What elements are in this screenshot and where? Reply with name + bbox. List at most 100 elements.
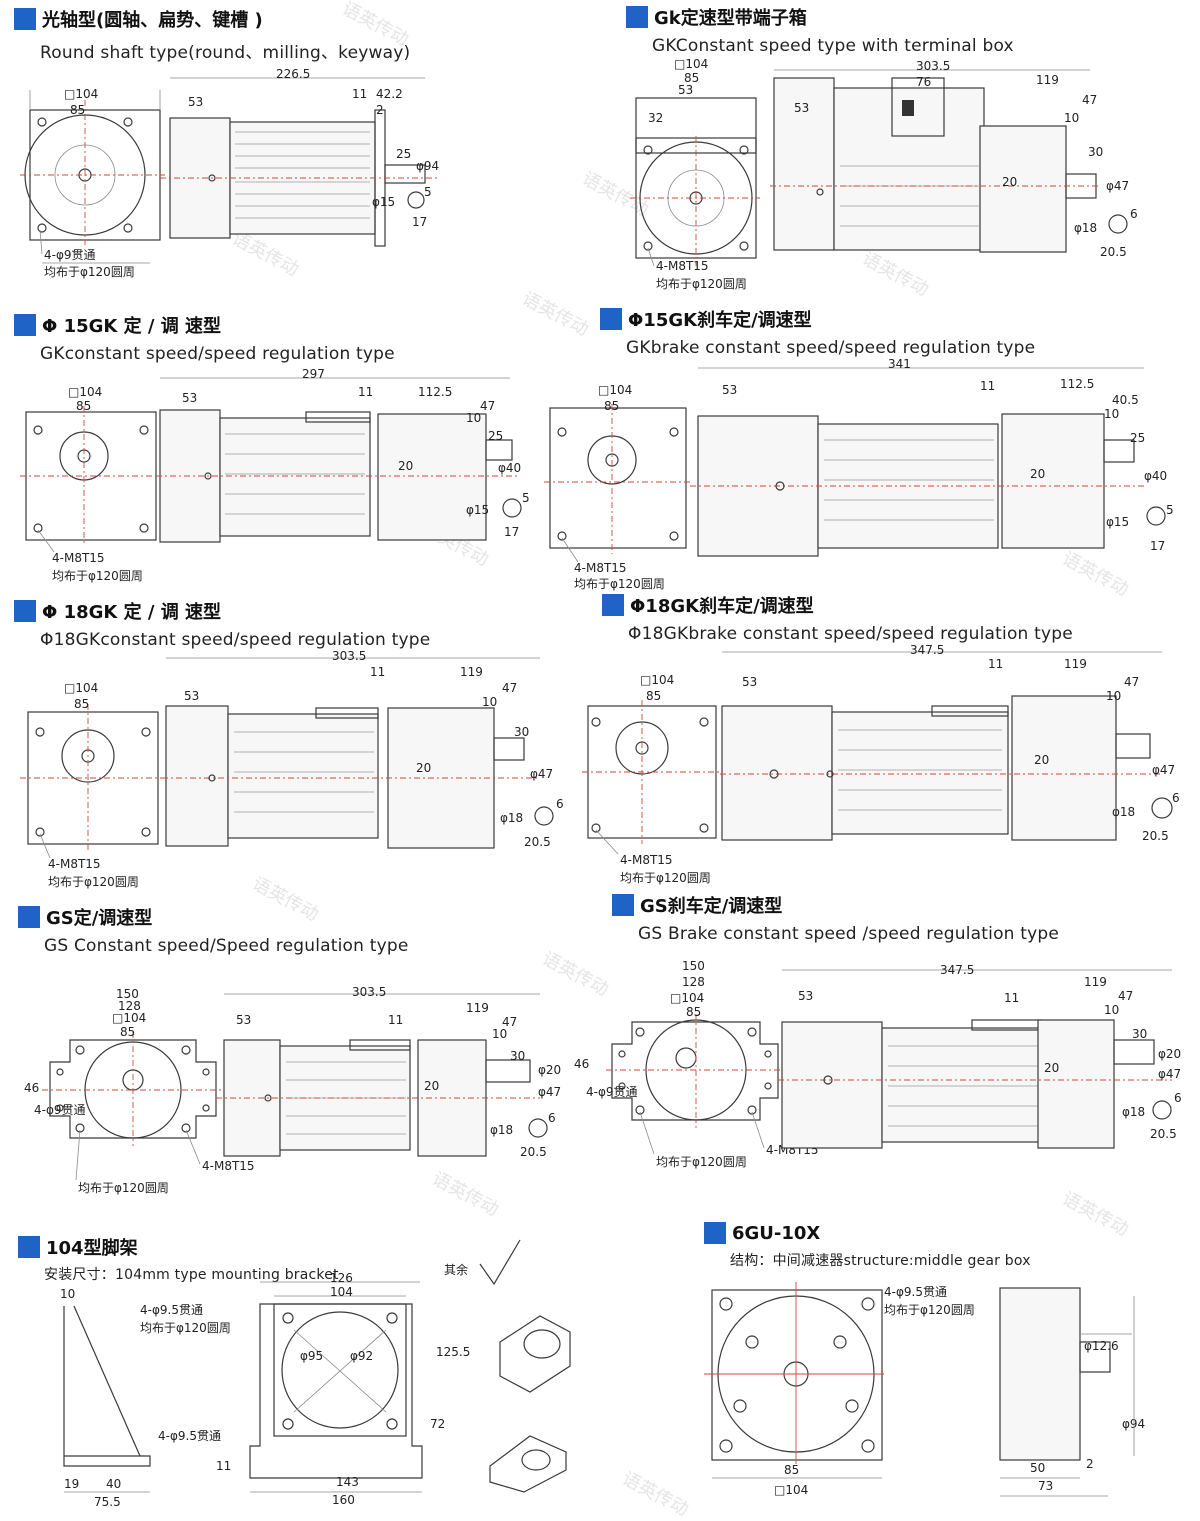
dim-label: 150 <box>682 959 705 973</box>
dim-label: 4-φ9.5贯通 <box>884 1285 947 1299</box>
drawing-15gk: □104 85 4-M8T15 均布于φ120圆周 297 53 11 112.… <box>20 367 530 583</box>
dim-label: 226.5 <box>276 67 310 81</box>
dim-label: 53 <box>188 95 203 109</box>
dim-label: φ18 <box>500 811 523 825</box>
dim-label: 4-φ9贯通 <box>44 248 96 262</box>
dim-label: 119 <box>466 1001 489 1015</box>
dim-label: 4-M8T15 <box>620 853 673 867</box>
section-title-cn: Φ 18GK 定 / 调 速型 <box>42 602 221 623</box>
dim-label: 25 <box>488 429 503 443</box>
dim-label: φ15 <box>372 195 395 209</box>
finish-mark-icon <box>479 1239 521 1286</box>
dim-label: 297 <box>302 367 325 381</box>
section-title-en: 安装尺寸：104mm type mounting bracket <box>44 1267 339 1283</box>
dim-label: φ40 <box>1144 469 1167 483</box>
dim-label: 20 <box>1030 467 1045 481</box>
dim-label: 10 <box>60 1287 75 1301</box>
dim-label: 20 <box>398 459 413 473</box>
dim-label: 11 <box>988 657 1003 671</box>
dim-label: 112.5 <box>418 385 452 399</box>
dim-label: 11 <box>370 665 385 679</box>
dim-label: 均布于φ120圆周 <box>78 1181 169 1195</box>
section-gk-terminal-box: Gk定速型带端子箱 GKConstant speed type with ter… <box>626 4 1014 56</box>
dim-label: 11 <box>358 385 373 399</box>
dim-label: 128 <box>682 975 705 989</box>
dim-label: 4-M8T15 <box>574 561 627 575</box>
dim-label: φ47 <box>538 1085 561 1099</box>
drawing-18gk-brake: □104 85 4-M8T15 均布于φ120圆周 347.5 11 119 5… <box>582 643 1180 885</box>
dim-label: 5 <box>522 491 530 505</box>
dim-label: φ92 <box>350 1349 373 1363</box>
dim-label: φ18 <box>1122 1105 1145 1119</box>
dim-label: φ20 <box>1158 1047 1181 1061</box>
dim-label: 2 <box>1086 1457 1094 1471</box>
section-marker-icon <box>14 314 36 336</box>
section-title-cn: 6GU-10X <box>732 1222 821 1244</box>
dim-label: 11 <box>352 87 367 101</box>
dim-label: 40 <box>106 1477 121 1491</box>
dim-label: 73 <box>1038 1479 1053 1493</box>
dim-label: 6 <box>1174 1091 1182 1105</box>
dim-label: 25 <box>396 147 411 161</box>
dim-label: 53 <box>742 675 757 689</box>
dim-label: 75.5 <box>94 1495 121 1509</box>
drawing-round-shaft: □104 85 4-φ9贯通 均布于φ120圆周 226.5 53 11 42.… <box>20 67 440 279</box>
dim-label: □104 <box>670 991 704 1005</box>
dim-label: 125.5 <box>436 1345 470 1359</box>
dim-label: 119 <box>460 665 483 679</box>
dim-label: 10 <box>482 695 497 709</box>
bracket-iso-icon <box>499 1315 571 1393</box>
dim-label: 150 <box>116 987 139 1001</box>
dim-label: 17 <box>412 215 427 229</box>
section-marker-icon <box>18 906 40 928</box>
section-title-cn: Φ18GK刹车定/调速型 <box>630 596 814 617</box>
dim-label: 347.5 <box>940 963 974 977</box>
watermark: 语英传动 <box>618 1468 693 1521</box>
section-title-cn: GS刹车定/调速型 <box>640 896 783 917</box>
section-title-cn: 光轴型(圆轴、扁势、键槽 ) <box>42 10 263 31</box>
dim-label: 85 <box>76 399 91 413</box>
dim-label: 47 <box>480 399 495 413</box>
dim-label: 5 <box>1166 503 1174 517</box>
drawing-gs: 150 128 □104 85 46 4-φ9贯通 4-M8T15 均布于φ12… <box>24 985 561 1195</box>
dim-label: φ47 <box>1106 179 1129 193</box>
section-title-cn: Φ 15GK 定 / 调 速型 <box>42 316 221 337</box>
dim-label: 11 <box>980 379 995 393</box>
section-round-shaft: 光轴型(圆轴、扁势、键槽 ) Round shaft type(round、mi… <box>14 6 410 63</box>
dim-label: 53 <box>678 83 693 97</box>
dim-label: 47 <box>1082 93 1097 107</box>
dim-label: 19 <box>64 1477 79 1491</box>
dim-label: 53 <box>722 383 737 397</box>
section-title-en: Round shaft type(round、milling、keyway) <box>40 43 411 63</box>
dim-label: □104 <box>68 385 102 399</box>
dim-label: 20 <box>416 761 431 775</box>
dim-label: 30 <box>514 725 529 739</box>
dim-label: 6 <box>556 797 564 811</box>
dim-label: 20.5 <box>524 835 551 849</box>
dim-label: 均布于φ120圆周 <box>656 277 747 291</box>
dim-label: 30 <box>1088 145 1103 159</box>
dim-label: 47 <box>1124 675 1139 689</box>
dim-label: 10 <box>1104 407 1119 421</box>
dim-label: 20 <box>1002 175 1017 189</box>
dim-label: 2 <box>376 103 384 117</box>
dim-label: 均布于φ120圆周 <box>52 569 143 583</box>
dim-label: 85 <box>120 1025 135 1039</box>
dim-label: 46 <box>24 1081 39 1095</box>
dim-label: φ94 <box>416 159 439 173</box>
section-title-en: 结构：中间减速器structure:middle gear box <box>730 1253 1031 1269</box>
dim-label: 85 <box>784 1463 799 1477</box>
dim-label: 119 <box>1036 73 1059 87</box>
section-title-en: Φ18GKconstant speed/speed regulation typ… <box>40 630 431 650</box>
dim-label: 20.5 <box>1100 245 1127 259</box>
dim-label: 160 <box>332 1493 355 1507</box>
dim-label: 47 <box>502 1015 517 1029</box>
dim-label: φ12.6 <box>1084 1339 1119 1353</box>
section-title-en: GS Constant speed/Speed regulation type <box>44 936 409 956</box>
drawing-gk-terminal-box: □104 85 53 32 4-M8T15 均布于φ120圆周 303.5 76… <box>630 57 1138 291</box>
dim-label: 10 <box>466 411 481 425</box>
dim-label: φ15 <box>1106 515 1129 529</box>
dim-label: 10 <box>1106 689 1121 703</box>
dim-label: 47 <box>1118 989 1133 1003</box>
dim-label: 11 <box>216 1459 231 1473</box>
